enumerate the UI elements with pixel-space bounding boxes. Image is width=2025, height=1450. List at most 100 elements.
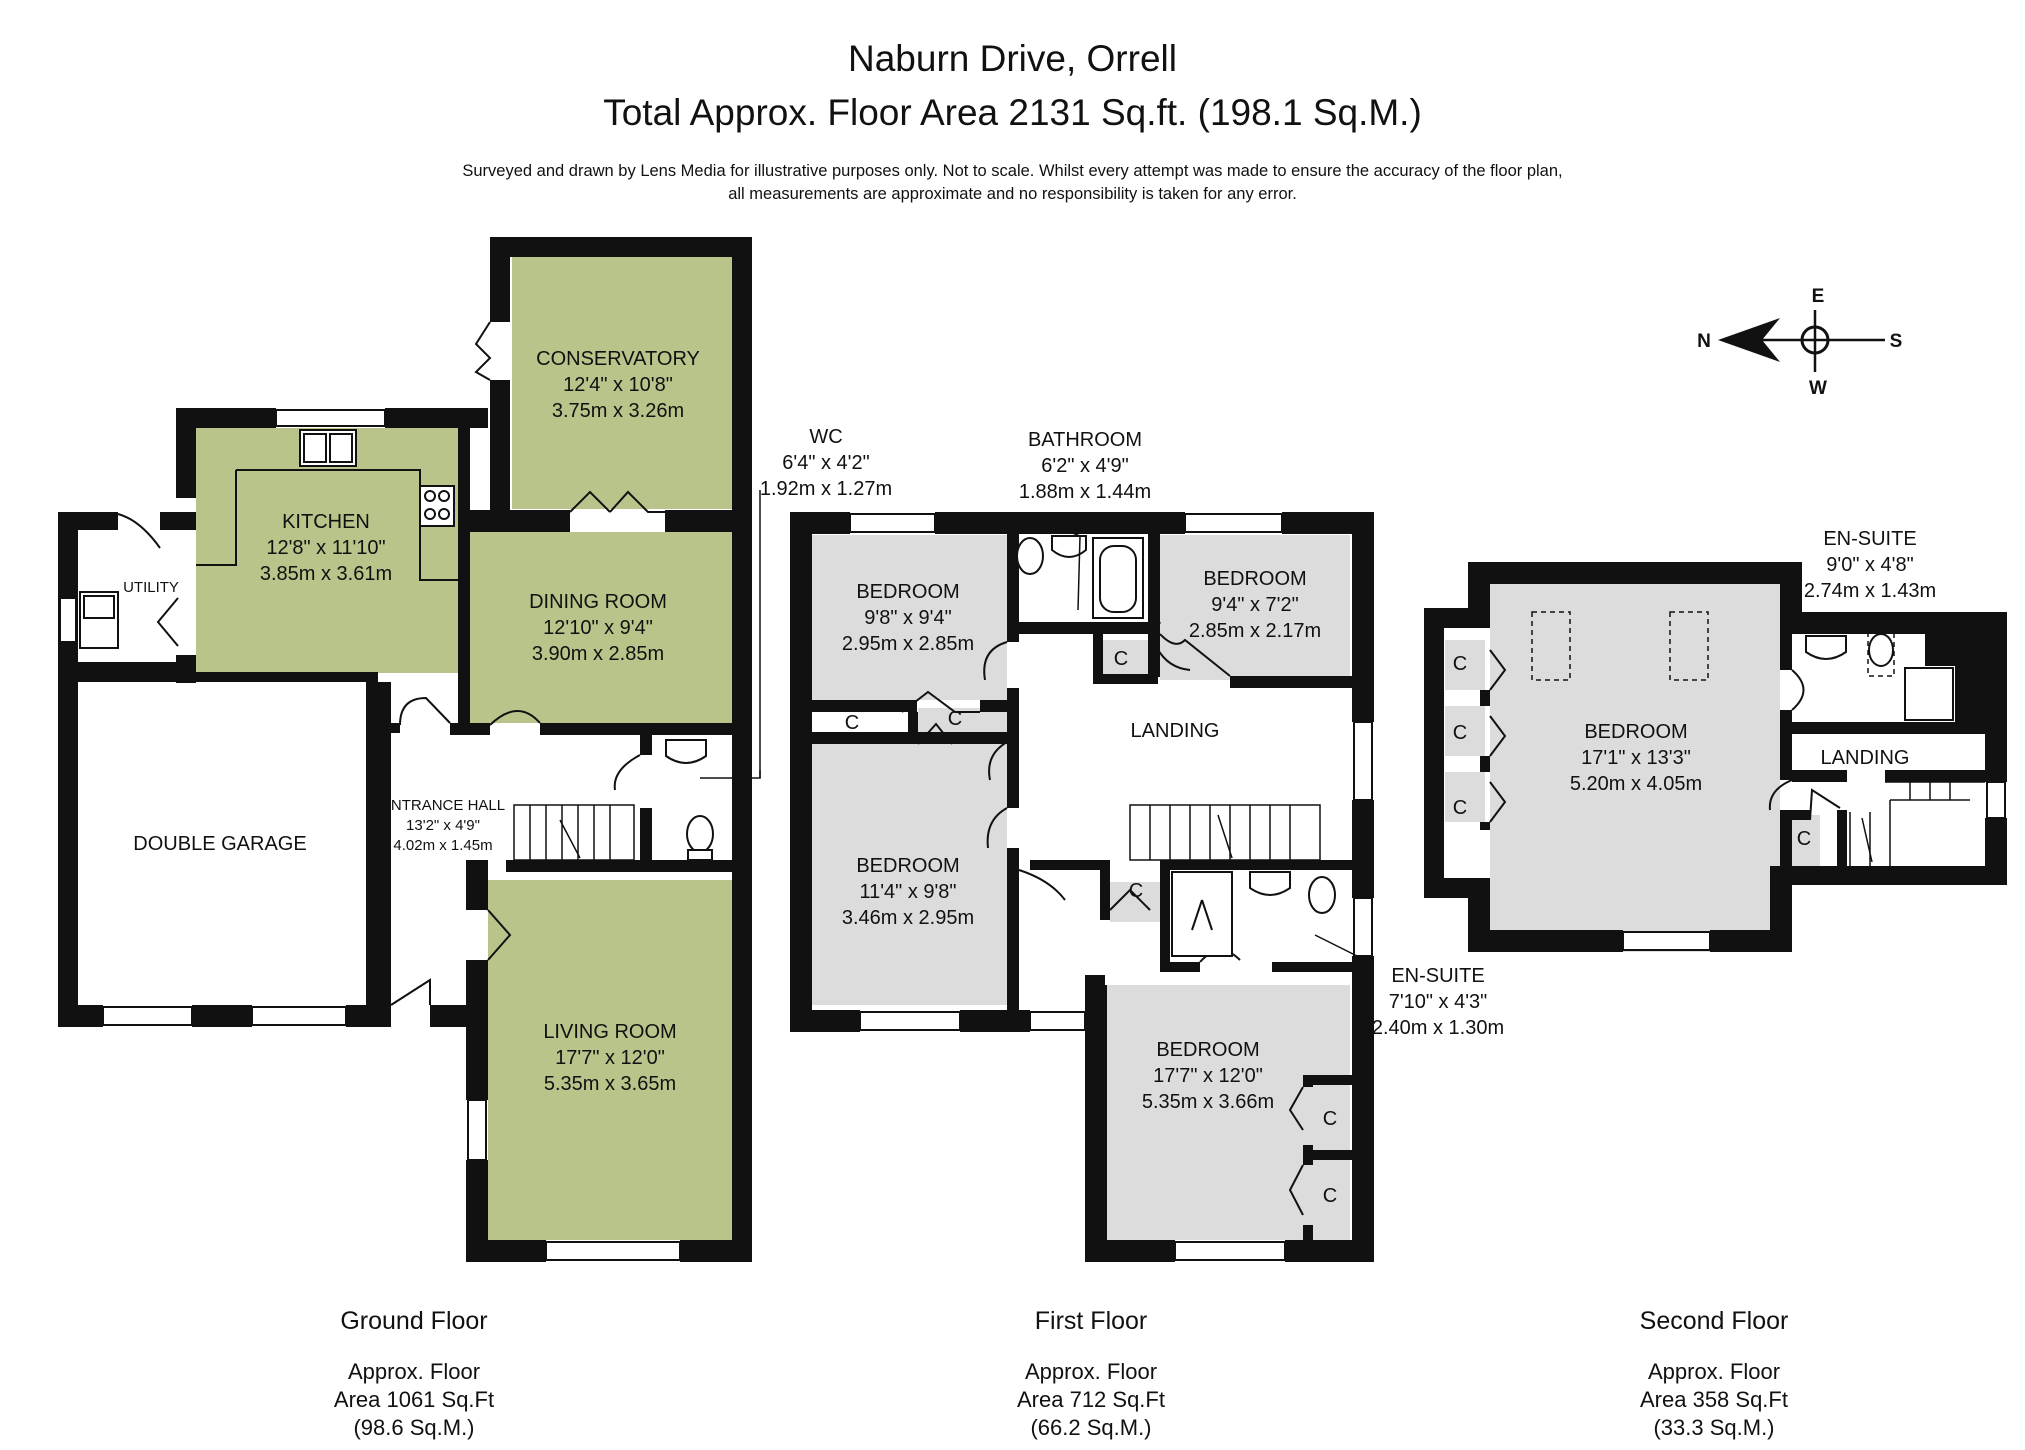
second-floor-summary: Second Floor Approx. Floor Area 358 Sq.F… (1544, 1307, 1884, 1442)
floor-area-line: Approx. Floor (1647, 1359, 1781, 1384)
living-room-imperial: 17'7" x 12'0" (555, 1047, 665, 1069)
en-suite-2-name: EN-SUITE (1823, 528, 1916, 550)
en-suite-1-metric: 2.40m x 1.30m (1372, 1017, 1504, 1039)
floor-area-line: Approx. Floor (347, 1359, 481, 1384)
first-floor-summary: First Floor Approx. Floor Area 712 Sq.Ft… (921, 1307, 1261, 1442)
bedroom-4-imperial: 17'7" x 12'0" (1153, 1065, 1263, 1087)
dining-room-metric: 3.90m x 2.85m (532, 643, 664, 665)
cupboard-label: C (948, 708, 962, 730)
bedroom-4-room (1100, 985, 1350, 1240)
shower-icon (1171, 871, 1233, 957)
second-basin-icon (1805, 635, 1847, 660)
wc-basin-icon (665, 739, 707, 764)
floor-area-line: (33.3 Sq.M.) (1653, 1415, 1775, 1440)
floor-name: First Floor (1034, 1307, 1148, 1335)
floor-area-line: Area 712 Sq.Ft (1017, 1387, 1165, 1412)
second-floor-walls (1424, 562, 2007, 952)
bathroom-imperial: 6'2" x 4'9" (1041, 455, 1128, 477)
kitchen-room (196, 428, 458, 673)
bedroom-1-name: BEDROOM (856, 581, 959, 603)
en-suite-1-name: EN-SUITE (1391, 965, 1484, 987)
cupboard-label: C (1323, 1108, 1337, 1130)
cupboard-label: C (1323, 1185, 1337, 1207)
bathroom-metric: 1.88m x 1.44m (1019, 481, 1151, 503)
wc-toilet-icon (686, 815, 714, 861)
bathroom-name: BATHROOM (1028, 429, 1142, 451)
second-bedroom-name: BEDROOM (1584, 721, 1687, 743)
utility-name: UTILITY (123, 579, 179, 596)
floor-area-line: Area 358 Sq.Ft (1640, 1387, 1788, 1412)
second-toilet-icon (1868, 633, 1894, 667)
utility-sink-icon (79, 591, 119, 649)
kitchen-metric: 3.85m x 3.61m (260, 563, 392, 585)
ground-floor-plan (58, 237, 761, 1262)
conservatory-imperial: 12'4" x 10'8" (563, 374, 673, 396)
cupboard-label: C (1453, 722, 1467, 744)
second-bedroom-metric: 5.20m x 4.05m (1570, 773, 1702, 795)
sink-icon (299, 429, 357, 467)
cupboard-label: C (1114, 648, 1128, 670)
dining-room-name: DINING ROOM (529, 591, 667, 613)
kitchen-name: KITCHEN (282, 511, 370, 533)
wc-metric: 1.92m x 1.27m (760, 478, 892, 500)
wc-imperial: 6'4" x 4'2" (782, 452, 869, 474)
ground-stairs-icon (513, 804, 635, 861)
entrance-hall-metric: 4.02m x 1.45m (393, 837, 492, 854)
compass-rose-icon (1718, 310, 1885, 372)
ground-floor-walls (58, 237, 752, 1262)
dining-room (470, 532, 732, 723)
compass-north-label: N (1697, 331, 1711, 352)
en-suite-2-imperial: 9'0" x 4'8" (1826, 554, 1913, 576)
bedroom-4-metric: 5.35m x 3.66m (1142, 1091, 1274, 1113)
en-suite-1-imperial: 7'10" x 4'3" (1389, 991, 1488, 1013)
bedroom-4-name: BEDROOM (1156, 1039, 1259, 1061)
wc-name: WC (809, 426, 842, 448)
living-room-metric: 5.35m x 3.65m (544, 1073, 676, 1095)
bedroom-1-imperial: 9'8" x 9'4" (864, 607, 951, 629)
hob-icon (419, 485, 455, 527)
conservatory-name: CONSERVATORY (536, 348, 700, 370)
living-room-name: LIVING ROOM (543, 1021, 676, 1043)
conservatory-room (512, 257, 732, 509)
cupboard-label: C (1453, 653, 1467, 675)
cupboard-label: C (1129, 880, 1143, 902)
second-landing-name: LANDING (1821, 747, 1910, 769)
bedroom-1-room (812, 535, 1007, 700)
disclaimer-line-1: Surveyed and drawn by Lens Media for ill… (462, 162, 1563, 180)
entrance-hall-imperial: 13'2" x 4'9" (406, 817, 480, 834)
bedroom-2-room (1160, 535, 1350, 680)
first-landing-name: LANDING (1131, 720, 1220, 742)
bedroom-2-imperial: 9'4" x 7'2" (1211, 594, 1298, 616)
cupboard-label: C (845, 712, 859, 734)
floor-name: Second Floor (1639, 1307, 1789, 1335)
double-garage-name: DOUBLE GARAGE (133, 833, 306, 855)
floor-area-line: Approx. Floor (1024, 1359, 1158, 1384)
second-bedroom-room (1490, 582, 1780, 952)
entrance-hall-name: ENTRANCE HALL (381, 797, 505, 814)
bedroom-3-metric: 3.46m x 2.95m (842, 907, 974, 929)
bedroom-1-metric: 2.95m x 2.85m (842, 633, 974, 655)
cupboard-label: C (1797, 828, 1811, 850)
bath-icon (1092, 537, 1144, 619)
floor-area-line: (66.2 Sq.M.) (1030, 1415, 1152, 1440)
skylight-icons (1531, 611, 1895, 681)
second-floor-plan (1424, 562, 2007, 952)
cupboard-label: C (1453, 797, 1467, 819)
en-suite-2-metric: 2.74m x 1.43m (1804, 580, 1936, 602)
en-suite-basin-icon (1249, 871, 1291, 896)
first-floor-walls (790, 512, 1374, 1262)
bedroom-3-name: BEDROOM (856, 855, 959, 877)
total-area-title: Total Approx. Floor Area 2131 Sq.ft. (19… (603, 92, 1422, 133)
bedroom-2-metric: 2.85m x 2.17m (1189, 620, 1321, 642)
en-suite-toilet-icon (1308, 876, 1336, 914)
second-shower-icon (1904, 667, 1954, 721)
compass-west-label: W (1809, 378, 1827, 399)
conservatory-metric: 3.75m x 3.26m (552, 400, 684, 422)
dining-room-imperial: 12'10" x 9'4" (543, 617, 653, 639)
first-floor-plan (790, 512, 1374, 1262)
floor-area-line: Area 1061 Sq.Ft (333, 1387, 495, 1412)
living-room (488, 880, 732, 1240)
bathroom-basin-icon (1051, 535, 1087, 558)
bathroom-toilet-icon (1016, 537, 1044, 575)
